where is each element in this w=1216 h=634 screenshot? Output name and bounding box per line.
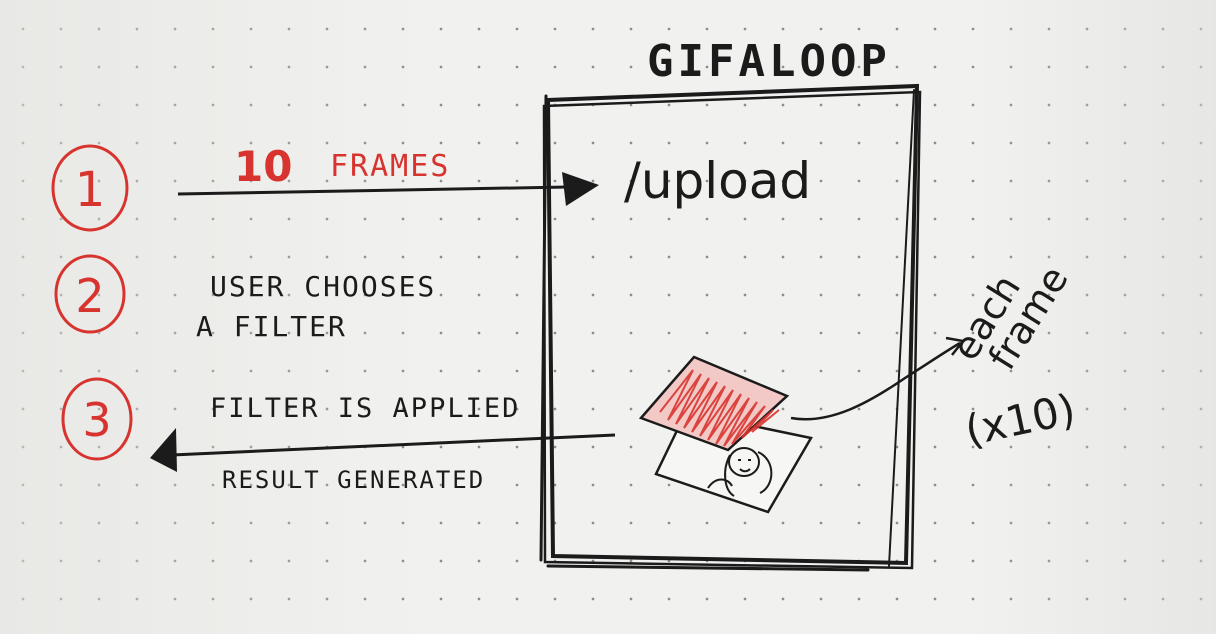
step-2-text-line-2: A FILTER <box>196 310 347 343</box>
endpoint-label: /upload <box>624 152 811 210</box>
server-box <box>539 83 922 572</box>
step-1-marker: 1 <box>51 144 129 232</box>
upload-arrow <box>177 172 599 206</box>
step-3-text: FILTER IS APPLIED <box>210 393 520 424</box>
annotation-text: each frame <box>943 258 1077 377</box>
red-filter-scribble <box>659 369 780 447</box>
step-2-marker: 2 <box>54 254 126 334</box>
frame-count: 10 <box>234 142 292 191</box>
frames-illustration <box>638 355 813 514</box>
result-arrow <box>150 428 616 472</box>
diagram-title: GIFALOOP <box>647 36 891 87</box>
step-3-number: 3 <box>82 393 111 447</box>
annotation-line-3: (x10) <box>961 384 1080 455</box>
step-1-number: 1 <box>75 162 106 218</box>
step-3-marker: 3 <box>61 377 133 461</box>
annotation-pointer <box>790 336 966 421</box>
step-2-number: 2 <box>75 269 104 323</box>
result-label: RESULT GENERATED <box>222 466 485 494</box>
step-2-text-line-1: USER CHOOSES <box>210 270 436 303</box>
portrait-sketch-icon <box>707 447 773 497</box>
frame-unit: FRAMES <box>330 149 450 184</box>
